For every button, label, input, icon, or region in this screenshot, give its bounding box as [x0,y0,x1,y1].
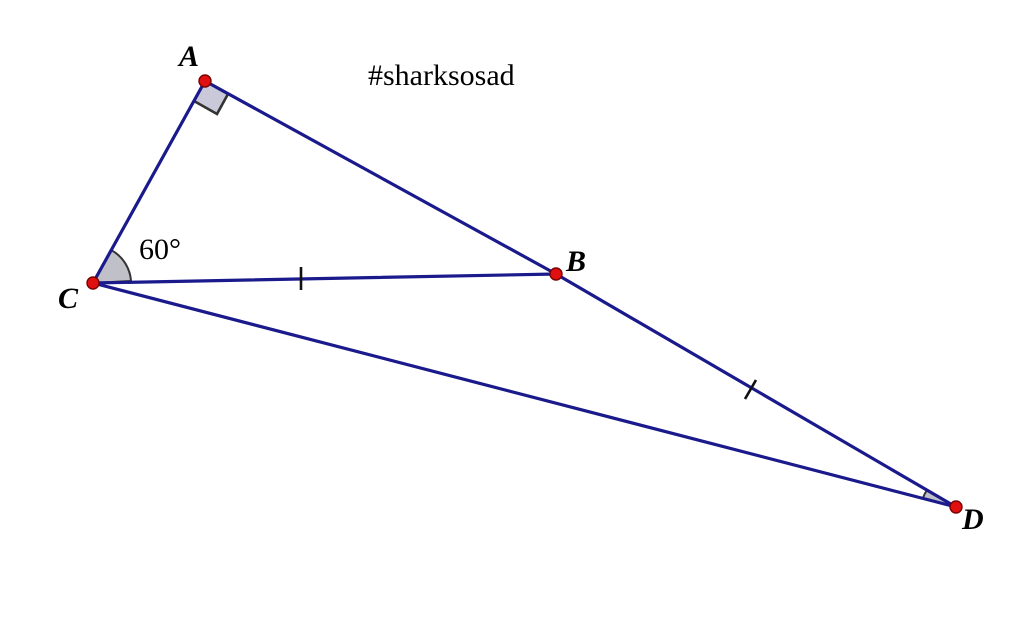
label-c: C [58,282,79,315]
label-b: B [565,245,586,278]
segment-ab [203,79,558,276]
point-c[interactable] [86,276,100,290]
segment-cd [91,281,958,509]
tick-mark-bd [743,379,758,400]
point-b[interactable] [549,267,563,281]
segment-cb [91,272,558,285]
angle-c-marker [91,248,133,285]
label-a: A [177,40,199,73]
caption-text: #sharksosad [368,59,515,92]
point-a[interactable] [198,74,212,88]
point-d[interactable] [949,500,963,514]
label-d: D [961,503,984,536]
segment-ac [91,79,207,285]
angle-c-label: 60° [139,233,181,266]
segment-bd [554,272,958,509]
